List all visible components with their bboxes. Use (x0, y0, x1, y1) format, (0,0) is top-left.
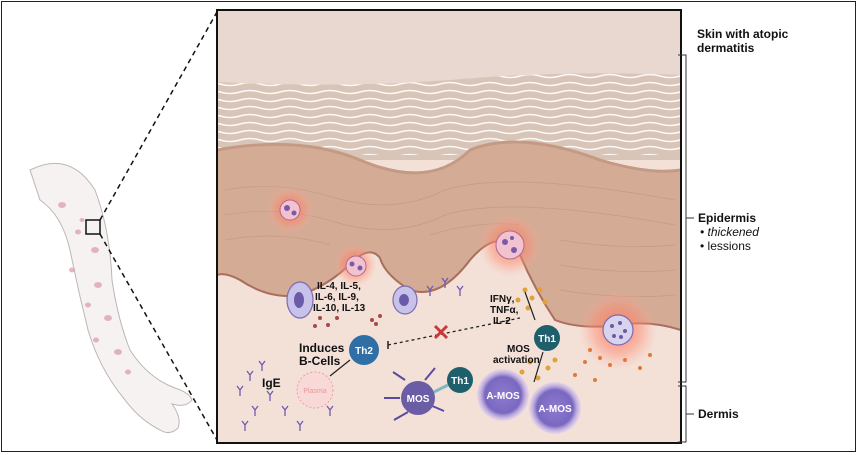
th1-cytokines-line1: IFNγ, (490, 294, 515, 305)
th2-cytokines-line2: IL-6, IL-9, (315, 292, 359, 303)
zoom-box (85, 219, 101, 235)
antibody-cluster (236, 277, 464, 431)
skin-title-line2: dermatitis (697, 41, 755, 55)
mos-label: MOS (407, 394, 430, 405)
amos-right-label: A-MOS (538, 404, 572, 415)
amos-left-label: A-MOS (486, 391, 520, 402)
ige-label: IgE (262, 376, 281, 390)
induces-label-line1: Induces (299, 341, 345, 355)
th1-upper-label: Th1 (538, 334, 556, 345)
th2-cytokines-line1: IL-4, IL-5, (317, 281, 361, 292)
zoom-line-top (99, 11, 218, 221)
skin-title-line1: Skin with atopic (697, 27, 789, 41)
th2-cell (349, 335, 379, 365)
th2-label: Th2 (355, 346, 373, 357)
mos-activation-line1: MOS (507, 344, 530, 355)
inhibition-x (433, 324, 449, 340)
mos-cell (384, 367, 445, 421)
th2-cytokines-line3: IL-10, IL-13 (313, 303, 366, 314)
th1-cytokines-line2: TNFα, (490, 305, 519, 316)
zoom-line-bottom (99, 233, 218, 441)
dermis-label: Dermis (698, 407, 739, 421)
epidermis-label: Epidermis (698, 211, 756, 225)
epidermis-bullet-lesions: • lessions (700, 239, 751, 253)
amos-right-cell (529, 382, 581, 434)
th1-lower-cell (447, 367, 473, 393)
plasma-label: Plasma (303, 388, 326, 395)
amos-left-cell (477, 369, 529, 421)
th1-cytokines-line3: IL-2 (493, 316, 511, 327)
th1-lower-label: Th1 (451, 376, 469, 387)
th1-upper-cell (534, 325, 560, 351)
layer-brackets (678, 54, 694, 443)
arm-illustration (29, 162, 193, 434)
epidermis-bullet-thickened: • thickened (700, 225, 759, 239)
induces-label-line2: B-Cells (299, 354, 341, 368)
mos-activation-line2: activation (493, 355, 540, 366)
skin-cross-section (217, 10, 681, 443)
